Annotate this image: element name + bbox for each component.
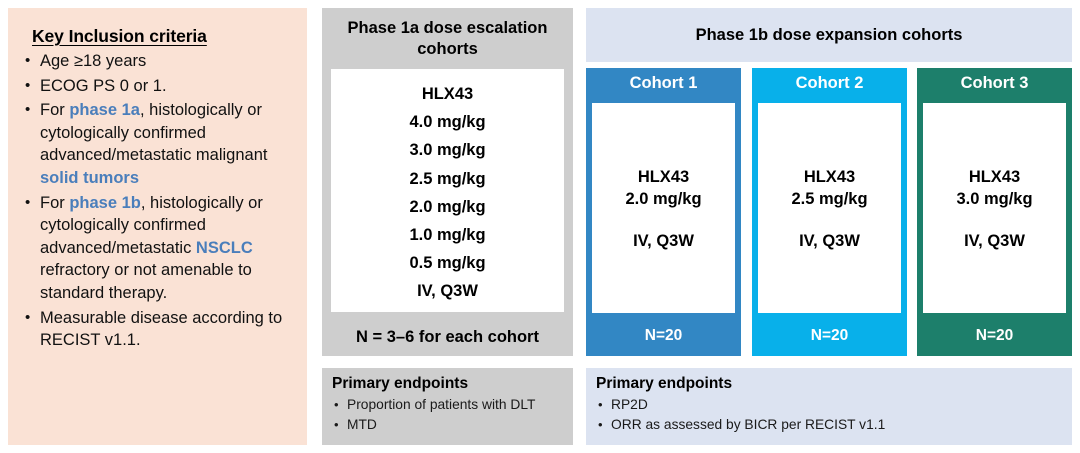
bullet-icon: • (25, 101, 31, 119)
phase-1b-endpoint-item: • RP2D (596, 395, 1062, 415)
inclusion-criteria-item-text: ECOG PS 0 or 1. (40, 77, 167, 95)
inclusion-criteria-item-text: Age ≥18 years (40, 52, 146, 70)
inclusion-criteria-item: • For phase 1b, histologically or cytolog… (22, 192, 293, 305)
bullet-icon: • (334, 397, 339, 412)
plain-text: For (40, 101, 70, 120)
inclusion-criteria-item: • Measurable disease according to RECIST … (22, 307, 293, 352)
inclusion-criteria-title: Key Inclusion criteria (32, 26, 207, 46)
phase-1a-header: Phase 1a dose escalation cohorts (347, 19, 548, 58)
phase-1a-dose-level: 0.5 mg/kg (409, 254, 486, 273)
phase-1b-cohort-route: IV, Q3W (799, 231, 860, 250)
bullet-icon: • (25, 52, 31, 69)
highlighted-term: phase 1a (69, 101, 140, 120)
phase-1a-endpoint-item-text: Proportion of patients with DLT (347, 397, 536, 412)
phase-1a-endpoint-item: • Proportion of patients with DLT (332, 395, 563, 415)
phase-1a-endpoints-list: • Proportion of patients with DLT • MTD (332, 395, 563, 434)
phase-1b-endpoint-item-text: RP2D (611, 397, 648, 412)
phase-1b-endpoint-item: • ORR as assessed by BICR per RECIST v1.1 (596, 415, 1062, 435)
plain-text: , histologically or cytologically confir… (40, 101, 268, 165)
plain-text: For (40, 193, 70, 212)
phase-1b-header-label: Phase 1b dose expansion cohorts (695, 25, 963, 44)
phase-1b-endpoints-panel: Primary endpoints • RP2D • ORR as assessed … (586, 368, 1072, 445)
phase-1b-endpoints-list: • RP2D • ORR as assessed by BICR per RECIST… (596, 395, 1062, 434)
phase-1a-sample-size: N = 3–6 for each cohort (356, 328, 539, 346)
plain-text: ECOG PS 0 or 1. (40, 76, 167, 95)
inclusion-criteria-item-text: For phase 1a, histologically or cytologi… (40, 101, 267, 187)
phase-1b-cohort-sample-size: N=20 (644, 327, 683, 344)
phase-1b-cohort-sample-size: N=20 (975, 327, 1014, 344)
highlighted-term: NSCLC (195, 238, 253, 257)
highlighted-term: solid tumors (40, 168, 140, 187)
phase-1b-cohort-title: Cohort 2 (795, 74, 864, 92)
inclusion-criteria-item: • Age ≥18 years (22, 50, 293, 73)
phase-1a-dose-level: 2.5 mg/kg (409, 169, 486, 188)
phase-1a-dose-level: 3.0 mg/kg (409, 141, 486, 160)
phase-1a-endpoint-item-text: MTD (347, 416, 377, 432)
phase-1b-endpoints-title: Primary endpoints (596, 375, 733, 392)
phase-1a-drug-name: HLX43 (421, 85, 474, 103)
phase-1a-dose-level: 2.0 mg/kg (409, 197, 486, 216)
bullet-icon: • (25, 193, 31, 211)
phase-1a-dose-level: 1.0 mg/kg (409, 226, 486, 245)
phase-1a-panel: Phase 1a dose escalation cohorts HLX43 4.… (322, 8, 573, 356)
phase-1b-cohort-route: IV, Q3W (633, 231, 694, 250)
phase-1a-route: IV, Q3W (417, 282, 478, 301)
phase-1b-cohort-sample-size: N=20 (810, 327, 849, 344)
plain-text: Age ≥18 years (40, 52, 147, 70)
bullet-icon: • (25, 76, 31, 94)
bullet-icon: • (25, 308, 31, 326)
phase-1a-endpoints-panel: Primary endpoints • Proportion of patient… (322, 368, 573, 445)
inclusion-criteria-item: • ECOG PS 0 or 1. (22, 75, 293, 98)
phase-1b-cohort-route: IV, Q3W (964, 231, 1025, 250)
phase-1b-cohort-title: Cohort 1 (629, 74, 698, 92)
bullet-icon: • (334, 416, 339, 432)
phase-1a-dose-level: 4.0 mg/kg (409, 113, 486, 132)
plain-text: Measurable disease according to RECIST v… (40, 308, 283, 350)
inclusion-criteria-item-text: Measurable disease according to RECIST v… (40, 309, 282, 350)
inclusion-criteria-item-text: For phase 1b, histologically or cytologi… (40, 194, 263, 302)
plain-text: , histologically or cytologically confir… (40, 193, 263, 257)
phase-1a-endpoint-item: • MTD (332, 415, 563, 435)
inclusion-criteria-list: • Age ≥18 years • ECOG PS 0 or 1. • For phase… (22, 50, 293, 352)
phase-1a-dose-box: HLX43 4.0 mg/kg 3.0 mg/kg 2.5 mg/kg 2.0 mg/k… (331, 69, 564, 312)
phase-1b-header-banner: Phase 1b dose expansion cohorts (586, 8, 1072, 62)
plain-text: refractory or not amenable to standard t… (40, 261, 252, 302)
phase-1a-endpoints-title: Primary endpoints (332, 375, 469, 392)
bullet-icon: • (598, 416, 603, 432)
inclusion-criteria-panel: Key Inclusion criteria • Age ≥18 years • EC… (8, 8, 307, 445)
phase-1b-cohort-title: Cohort 3 (960, 74, 1029, 92)
highlighted-term: phase 1b (69, 193, 141, 212)
inclusion-criteria-item: • For phase 1a, histologically or cytolog… (22, 99, 293, 189)
bullet-icon: • (598, 397, 603, 412)
phase-1b-endpoint-item-text: ORR as assessed by BICR per RECIST v1.1 (611, 416, 886, 432)
